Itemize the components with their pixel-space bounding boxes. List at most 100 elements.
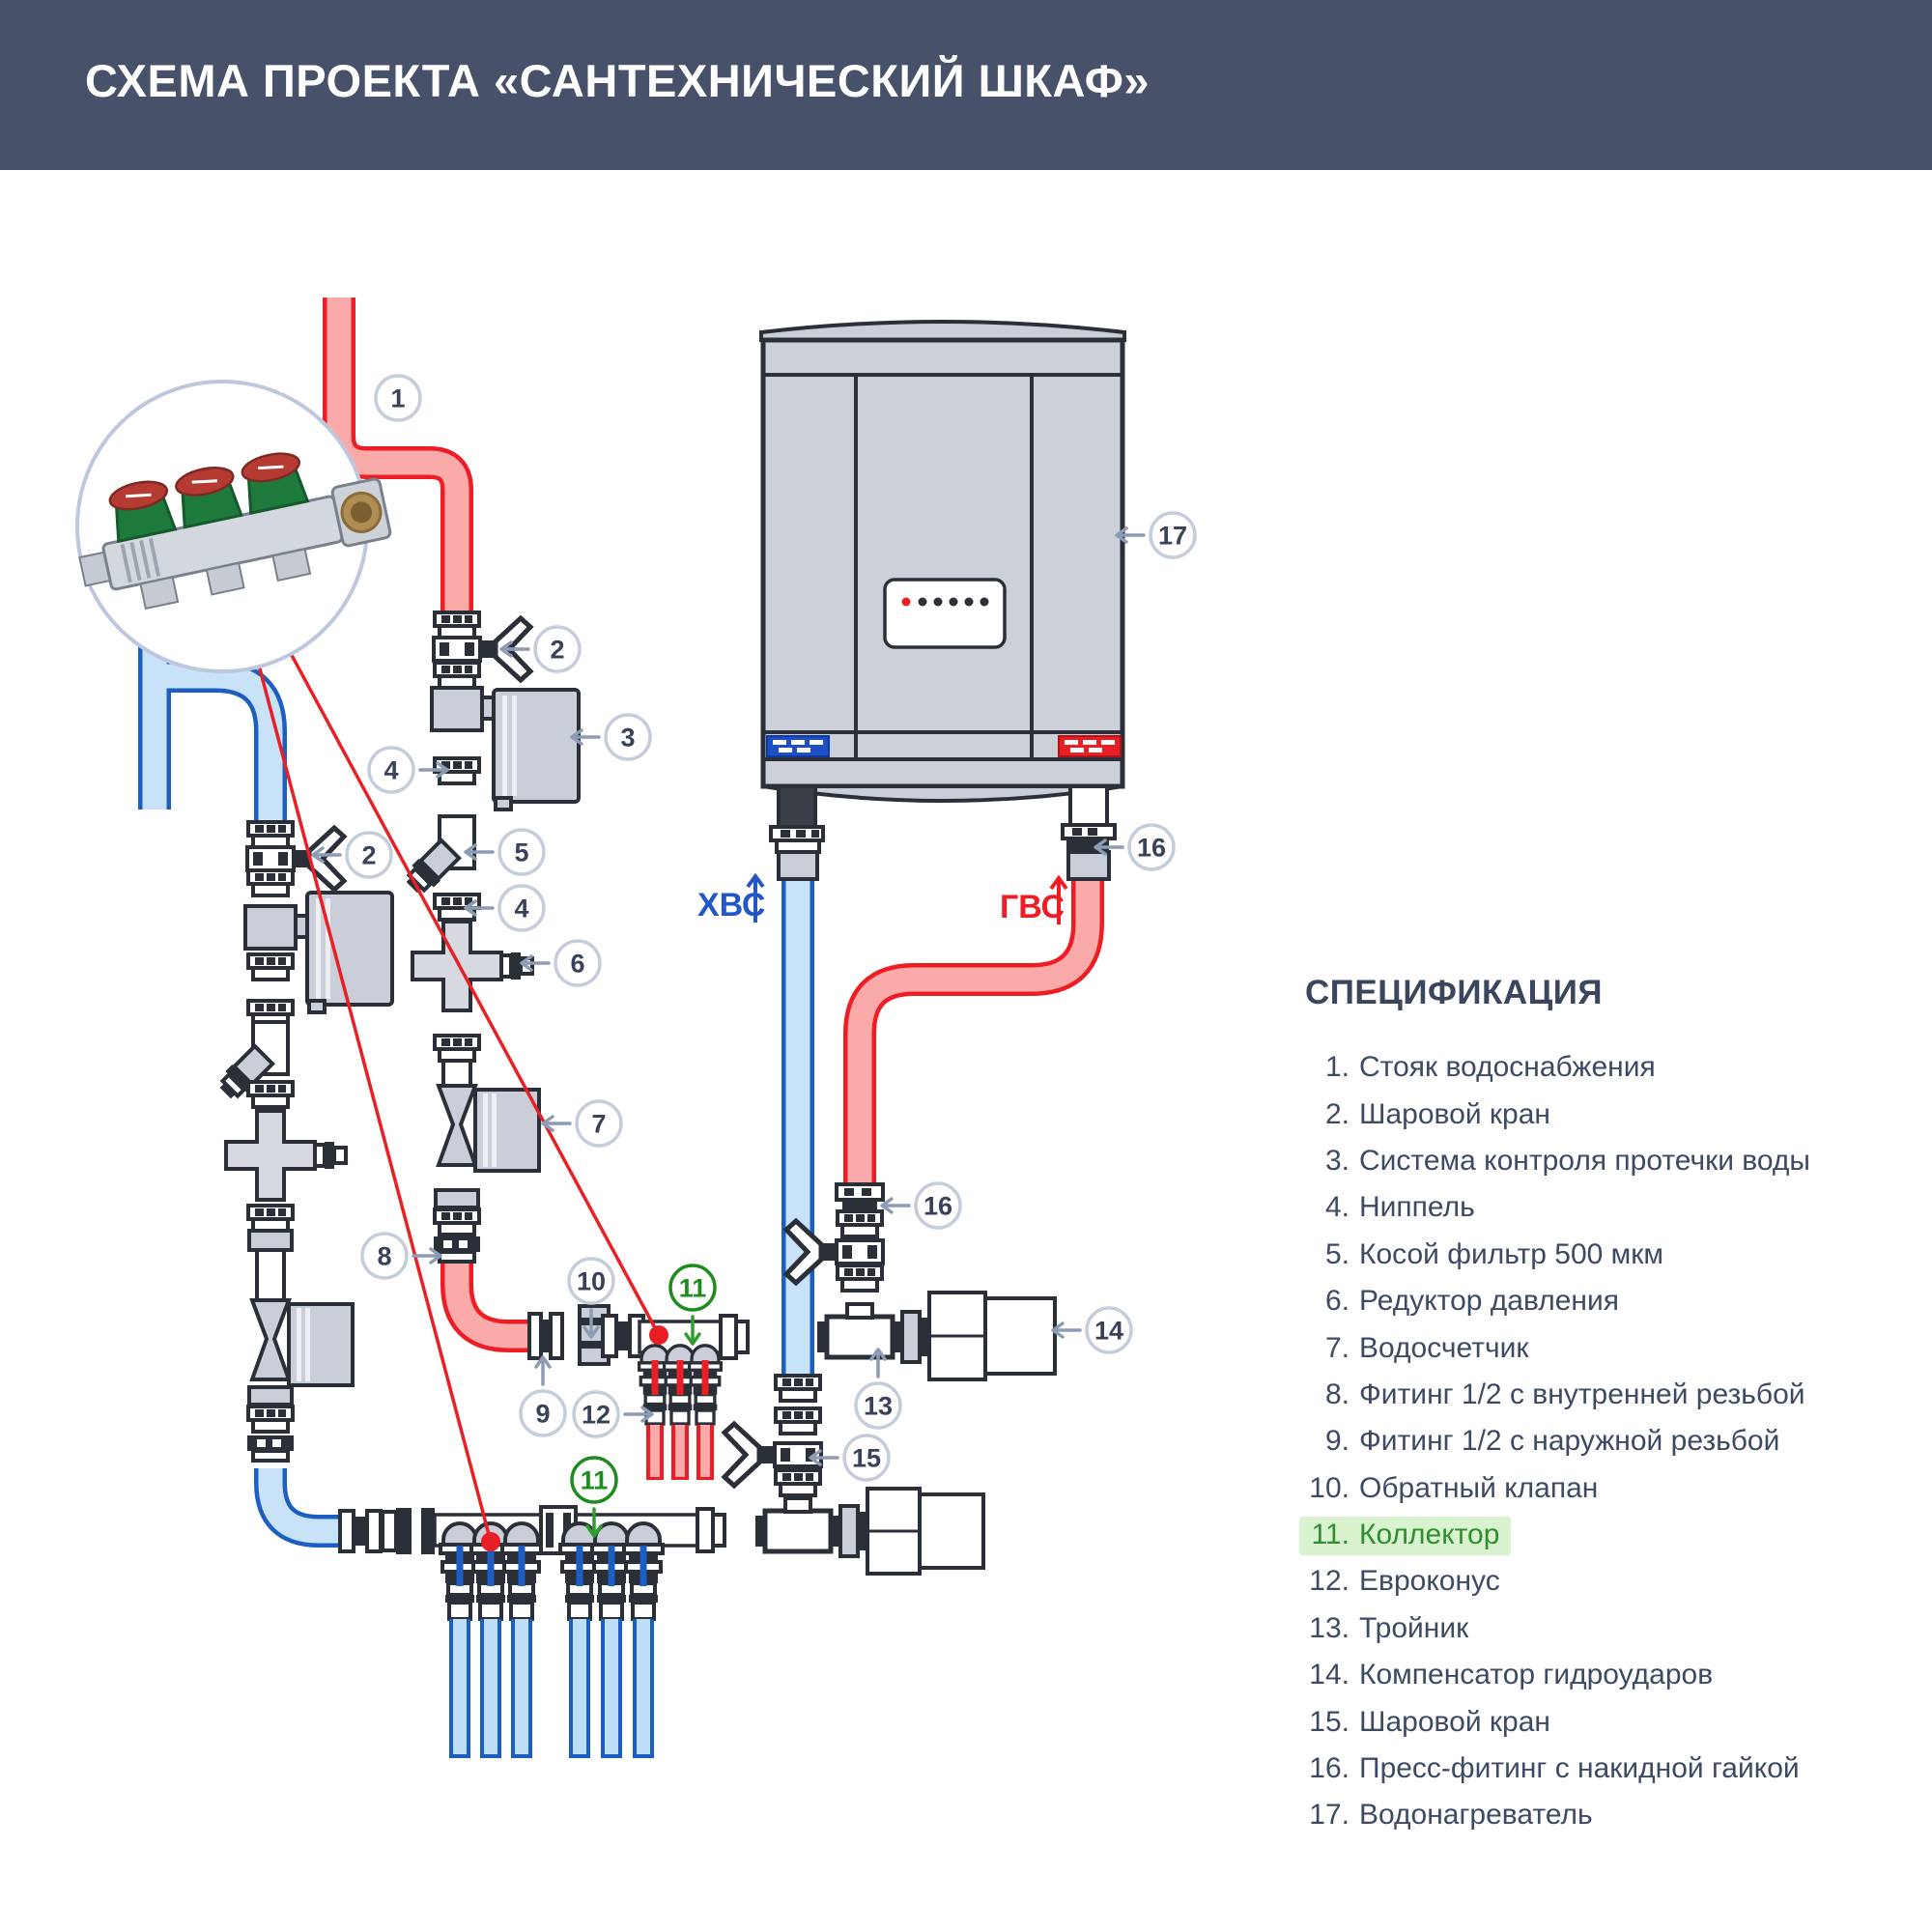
- spec-item-number: 2.: [1324, 1097, 1350, 1130]
- callout-8: 8: [360, 1232, 442, 1280]
- spec-item-label: Шаровой кран: [1359, 1097, 1550, 1130]
- spec-item-text: 16.Пресс-фитинг с накидной гайкой: [1299, 1750, 1811, 1789]
- callout-arrow-left-icon: [464, 843, 495, 861]
- spec-item-12: 12.Евроконус: [1299, 1559, 1879, 1605]
- spec-item-text: 13.Тройник: [1299, 1610, 1480, 1649]
- spec-item-16: 16.Пресс-фитинг с накидной гайкой: [1299, 1747, 1879, 1793]
- spec-item-label: Водосчетчик: [1359, 1331, 1529, 1364]
- spec-item-label: Косой фильтр 500 мкм: [1359, 1237, 1664, 1270]
- callout-arrow-left-icon: [1094, 838, 1124, 856]
- callout-arrow-left-icon: [520, 954, 551, 972]
- callout-circle: [604, 713, 652, 761]
- callout-arrow-left-icon: [880, 1197, 911, 1214]
- callout-number: 11: [581, 1466, 609, 1495]
- spec-item-number: 4.: [1324, 1191, 1350, 1224]
- collector-marker-dot: [649, 1325, 668, 1345]
- spec-item-17: 17.Водонагреватель: [1299, 1793, 1879, 1839]
- collector-outlet-stubs: [139, 548, 312, 611]
- spec-item-number: 6.: [1324, 1285, 1350, 1318]
- callout-3: 3: [570, 713, 652, 761]
- callout-circle: [519, 1389, 567, 1437]
- spec-item-label: Коллектор: [1359, 1519, 1500, 1551]
- callout-10: 10: [567, 1257, 615, 1339]
- spec-item-text: 5.Косой фильтр 500 мкм: [1299, 1236, 1675, 1275]
- callout-circle: [854, 1381, 902, 1430]
- callout-circle: [497, 884, 546, 932]
- callout-circle: [570, 1456, 618, 1504]
- cold-outlet-marks: [456, 1546, 647, 1586]
- spec-item-number: 11.: [1311, 1519, 1350, 1551]
- spec-item-text: 9.Фитинг 1/2 с наружной резьбой: [1299, 1423, 1791, 1462]
- callout-number: 10: [577, 1267, 606, 1296]
- spec-item-15: 15.Шаровой кран: [1299, 1699, 1879, 1746]
- heater-control-panel: [883, 578, 1007, 649]
- callout-arrow-right-icon: [418, 761, 449, 779]
- spec-item-number: 3.: [1324, 1144, 1350, 1177]
- callout-circle: [360, 1232, 409, 1280]
- callout-arrow-up-icon: [534, 1355, 552, 1386]
- callout-number: 17: [1158, 522, 1187, 551]
- callout-circle: [668, 1264, 717, 1312]
- leak-control-unit: [492, 688, 581, 811]
- callout-arrow-down-icon: [585, 1507, 603, 1538]
- callout-circle: [1085, 1306, 1133, 1354]
- spec-item-text: 7.Водосчетчик: [1299, 1330, 1540, 1369]
- page-title: СХЕМА ПРОЕКТА «САНТЕХНИЧЕСКИЙ ШКАФ»: [85, 55, 1151, 106]
- spec-item-3: 3. Система контроля протечки воды: [1299, 1139, 1879, 1185]
- photo-leader-lines: [220, 526, 668, 1551]
- collector-marker-dot: [481, 1532, 500, 1551]
- spec-item-text: 10.Обратный клапан: [1299, 1470, 1609, 1509]
- spec-item-number: 1.: [1324, 1051, 1350, 1084]
- spec-item-label: Пресс-фитинг с накидной гайкой: [1359, 1752, 1800, 1785]
- callout-number: 2: [361, 841, 376, 870]
- callout-arrow-down-icon: [582, 1308, 600, 1339]
- callout-number: 9: [535, 1400, 550, 1429]
- callout-circle: [1127, 823, 1176, 871]
- water-hammer-arrester: [927, 1291, 1057, 1381]
- callout-16: 16: [880, 1181, 962, 1230]
- callout-number: 14: [1094, 1317, 1123, 1346]
- spec-item-7: 7.Водосчетчик: [1299, 1325, 1879, 1372]
- callout-circle: [1149, 511, 1197, 559]
- spec-item-label: Система контроля протечки воды: [1359, 1144, 1810, 1177]
- callout-15: 15: [809, 1434, 891, 1482]
- ball-valve-handle: [724, 1424, 775, 1486]
- callout-arrow-left-icon: [570, 728, 601, 746]
- spec-item-14: 14.Компенсатор гидроударов: [1299, 1653, 1879, 1699]
- hot-line-assembly: [401, 611, 581, 1264]
- callout-arrow-left-icon: [541, 1115, 572, 1132]
- callout-arrow-up-icon: [869, 1348, 887, 1378]
- pressure-reducer: [411, 920, 534, 1012]
- spec-item-text: 15.Шаровой кран: [1299, 1704, 1562, 1743]
- pressure-reducer: [224, 1109, 348, 1202]
- spec-item-label: Шаровой кран: [1359, 1705, 1550, 1738]
- spec-item-label: Фитинг 1/2 с внутренней резьбой: [1359, 1378, 1805, 1410]
- specification-list: 1. Стояк водоснабжения 2. Шаровой кран 3. Сис…: [1299, 1045, 1879, 1840]
- hot-supply-label: ГВС: [1000, 889, 1065, 925]
- callout-arrow-left-icon: [1051, 1321, 1082, 1339]
- spec-item-13: 13.Тройник: [1299, 1606, 1879, 1653]
- tee-fitting: [817, 1304, 902, 1357]
- callout-number: 4: [384, 756, 398, 785]
- leak-control-unit: [305, 891, 394, 1014]
- callout-number: 16: [923, 1192, 952, 1221]
- water-meter: [250, 1298, 355, 1387]
- spec-item-9: 9.Фитинг 1/2 с наружной резьбой: [1299, 1419, 1879, 1465]
- callout-2: 2: [499, 625, 582, 673]
- callout-number: 5: [514, 838, 528, 867]
- callout-circle: [914, 1181, 962, 1230]
- spec-item-label: Фитинг 1/2 с наружной резьбой: [1359, 1425, 1780, 1458]
- spec-item-label: Стояк водоснабжения: [1359, 1051, 1656, 1084]
- spec-item-text: 4.Ниппель: [1299, 1189, 1487, 1228]
- spec-item-text: 8.Фитинг 1/2 с внутренней резьбой: [1299, 1377, 1817, 1415]
- title-bar: СХЕМА ПРОЕКТА «САНТЕХНИЧЕСКИЙ ШКАФ»: [0, 0, 1932, 170]
- callout-arrow-left-icon: [311, 846, 342, 864]
- spec-item-text: 12.Евроконус: [1299, 1563, 1512, 1602]
- spec-item-number: 14.: [1309, 1659, 1350, 1691]
- water-hammer-arrester: [866, 1487, 985, 1576]
- water-heater: [759, 320, 1126, 881]
- callout-number: 1: [390, 384, 405, 413]
